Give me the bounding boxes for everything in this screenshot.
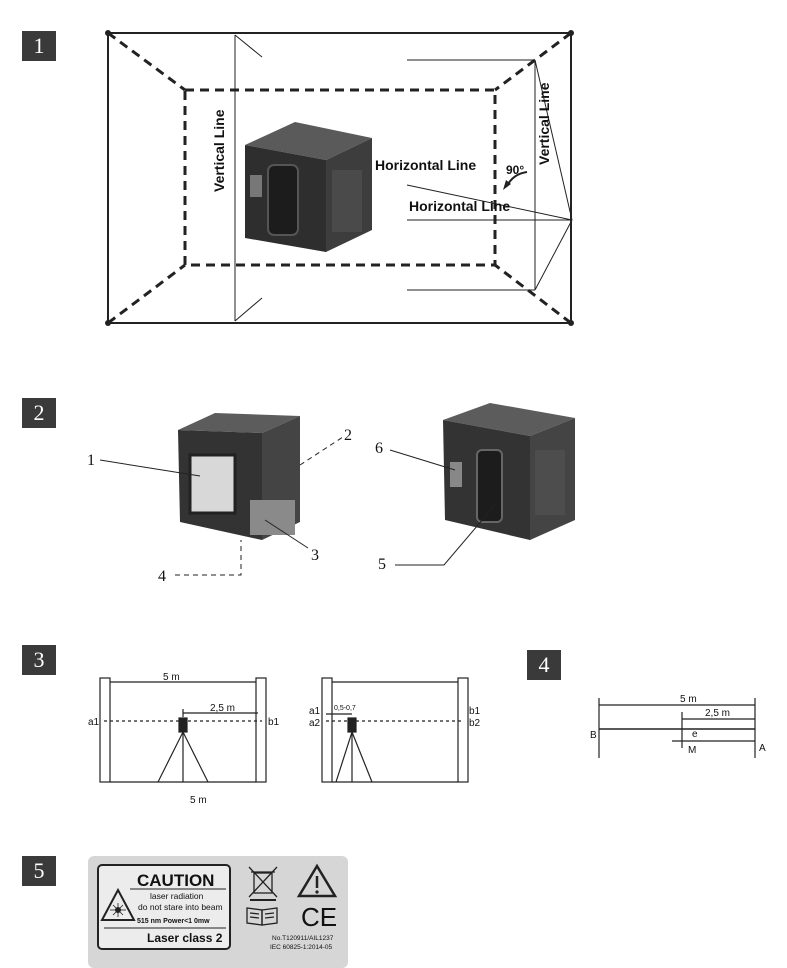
read-manual-icon (246, 907, 278, 926)
laser-spec: 515 nm Power<1 0mw (137, 918, 210, 925)
fig3-right-deviation: 0,5-0,7 (334, 705, 356, 712)
horizontal-line-bottom-label: Horizontal Line (409, 198, 510, 214)
caution-line-1: laser radiation (150, 891, 204, 901)
fig3-right-a2: a2 (309, 718, 321, 729)
fig3-left-bottom-distance: 5 m (190, 795, 207, 806)
section-number-5: 5 (22, 856, 56, 886)
caution-heading: CAUTION (137, 871, 214, 890)
section-number-3: 3 (22, 645, 56, 675)
warning-triangle-icon (296, 863, 338, 898)
fig4-point-e: e (692, 729, 698, 740)
fig3-right-b2: b2 (469, 718, 481, 729)
laser-hazard-icon (100, 887, 136, 921)
fig4-point-a: A (759, 743, 766, 754)
callout-1: 1 (87, 452, 95, 469)
fig4-total-distance: 5 m (680, 694, 697, 705)
section-number-2: 2 (22, 398, 56, 428)
section-number-1: 1 (22, 31, 56, 61)
fig3-left-a1: a1 (88, 717, 100, 728)
iec-standard: IEC 60825-1:2014-05 (270, 944, 333, 951)
laser-class: Laser class 2 (147, 931, 223, 945)
certificate-number: No.T120911/AIL1237 (272, 935, 334, 942)
fig4-half-distance: 2,5 m (705, 708, 730, 719)
horizontal-line-top-label: Horizontal Line (375, 157, 476, 173)
callout-3: 3 (311, 547, 319, 564)
callout-6: 6 (375, 440, 383, 457)
fig3-right-a1: a1 (309, 706, 321, 717)
callout-5: 5 (378, 556, 386, 573)
caution-line-2: do not stare into beam (138, 902, 223, 912)
fig4-point-m: M (688, 745, 696, 756)
ce-mark: CE (301, 902, 337, 932)
fig3-left-top-distance: 5 m (163, 672, 180, 683)
section-number-4: 4 (527, 650, 561, 680)
angle-label: 90° (506, 163, 524, 177)
fig3-left-b1: b1 (268, 717, 280, 728)
vertical-line-right-label: Vertical Line (536, 82, 552, 165)
callout-2: 2 (344, 427, 352, 444)
vertical-line-left-label: Vertical Line (211, 109, 227, 192)
fig3-left-half-distance: 2,5 m (210, 703, 235, 714)
fig4-point-b: B (590, 730, 597, 741)
fig3-right-b1: b1 (469, 706, 481, 717)
callout-4: 4 (158, 568, 166, 585)
weee-bin-icon (248, 866, 278, 901)
